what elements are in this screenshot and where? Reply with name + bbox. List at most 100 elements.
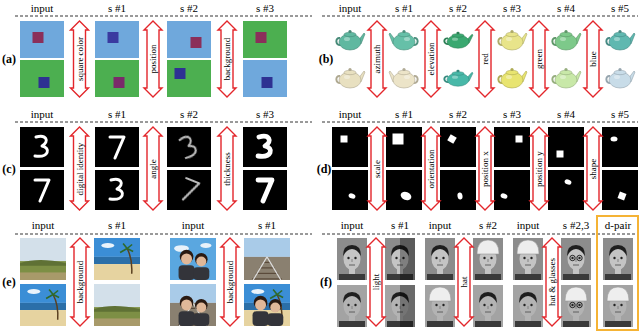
factor-label: angle [149, 159, 158, 179]
column-header: input [429, 220, 452, 231]
teapot-knob [564, 68, 567, 71]
nose [488, 259, 489, 262]
double-arrow [584, 21, 602, 97]
dashed-separator [322, 122, 638, 123]
glasses-lens [570, 255, 575, 260]
factor-label: blue [589, 51, 598, 67]
eye [613, 257, 615, 259]
teapot-highlight [560, 75, 566, 79]
nose [528, 306, 529, 309]
factor-label: azimuth [373, 45, 382, 74]
hair [343, 292, 361, 303]
dashed-separator [15, 234, 312, 235]
hat [477, 240, 499, 254]
teapot-highlight [614, 37, 620, 41]
column-header: input [517, 220, 540, 231]
teapot [336, 30, 365, 50]
factor-label: hat & glasses [548, 258, 557, 306]
column-header: input [31, 3, 54, 14]
palm-trunk [127, 249, 132, 274]
digit-tile [243, 170, 287, 210]
digit-tile [243, 127, 287, 167]
mouth [525, 312, 531, 313]
column-header: s #2 [180, 3, 198, 14]
eye [442, 304, 444, 306]
eye [523, 257, 525, 259]
digit-tile [95, 127, 139, 167]
eye [490, 257, 492, 259]
body [179, 265, 195, 280]
factor-label: elevation [427, 43, 436, 76]
column-header: s #1 [108, 3, 126, 14]
hair [180, 250, 194, 264]
teapot-knob [348, 68, 351, 71]
panel-label: (f) [320, 276, 332, 288]
teapot [389, 30, 418, 50]
head [181, 299, 192, 310]
scene-tile [20, 60, 64, 97]
column-header: s #2 [479, 220, 497, 231]
body [267, 313, 283, 326]
double-arrow [71, 127, 89, 210]
palm-leaves [120, 244, 133, 253]
face-photo [561, 238, 591, 280]
face-photo [513, 285, 543, 327]
shadow [400, 285, 415, 327]
hat [565, 287, 587, 301]
sprite-tile [494, 127, 530, 167]
eye [571, 304, 573, 306]
hat [607, 287, 629, 301]
double-arrow [476, 21, 494, 97]
sprite-shape [500, 192, 508, 199]
scene-tile [95, 21, 139, 58]
double-arrow [476, 127, 494, 210]
photo-background [20, 284, 66, 326]
eye [435, 257, 437, 259]
photo-ground [513, 238, 543, 280]
photo-background [244, 238, 290, 280]
cloud [27, 289, 40, 294]
body [193, 267, 209, 280]
sprite-shape [348, 192, 356, 199]
colored-square [114, 77, 125, 88]
teapot [336, 68, 365, 88]
column-header: s #3 [256, 109, 274, 120]
sprite-tile [548, 127, 584, 167]
handwritten-digit [110, 179, 122, 199]
body [193, 313, 209, 326]
photo-ground [385, 238, 415, 280]
nose [488, 306, 489, 309]
eye [483, 257, 485, 259]
sprite-tile [602, 170, 638, 210]
eye [530, 304, 532, 306]
photo-ground [603, 285, 633, 327]
photo-background [94, 238, 140, 280]
factor-label: thickness [223, 152, 232, 186]
double-arrow [530, 21, 548, 97]
column-header: s #3 [256, 3, 274, 14]
column-header: s #4 [557, 109, 575, 120]
panel-label: (e) [2, 276, 15, 288]
sprite-tile [332, 127, 368, 167]
scene-tile [20, 21, 64, 58]
double-arrow [368, 127, 386, 210]
sleeper [260, 267, 275, 268]
eye [530, 257, 532, 259]
colored-square [256, 32, 267, 43]
teapot [498, 68, 527, 88]
sprite-shape [564, 178, 572, 185]
teapot [606, 30, 635, 50]
hat [517, 240, 539, 254]
double-arrow [422, 127, 440, 210]
teapot [552, 68, 581, 88]
scene-tile [167, 21, 211, 58]
eye [395, 304, 397, 306]
column-header: s #1 [108, 109, 126, 120]
sprite-square [447, 134, 457, 144]
double-arrow [422, 21, 440, 97]
sprite-tile [548, 170, 584, 210]
dashed-separator [322, 16, 638, 17]
head [181, 253, 192, 264]
double-arrow [367, 238, 385, 326]
